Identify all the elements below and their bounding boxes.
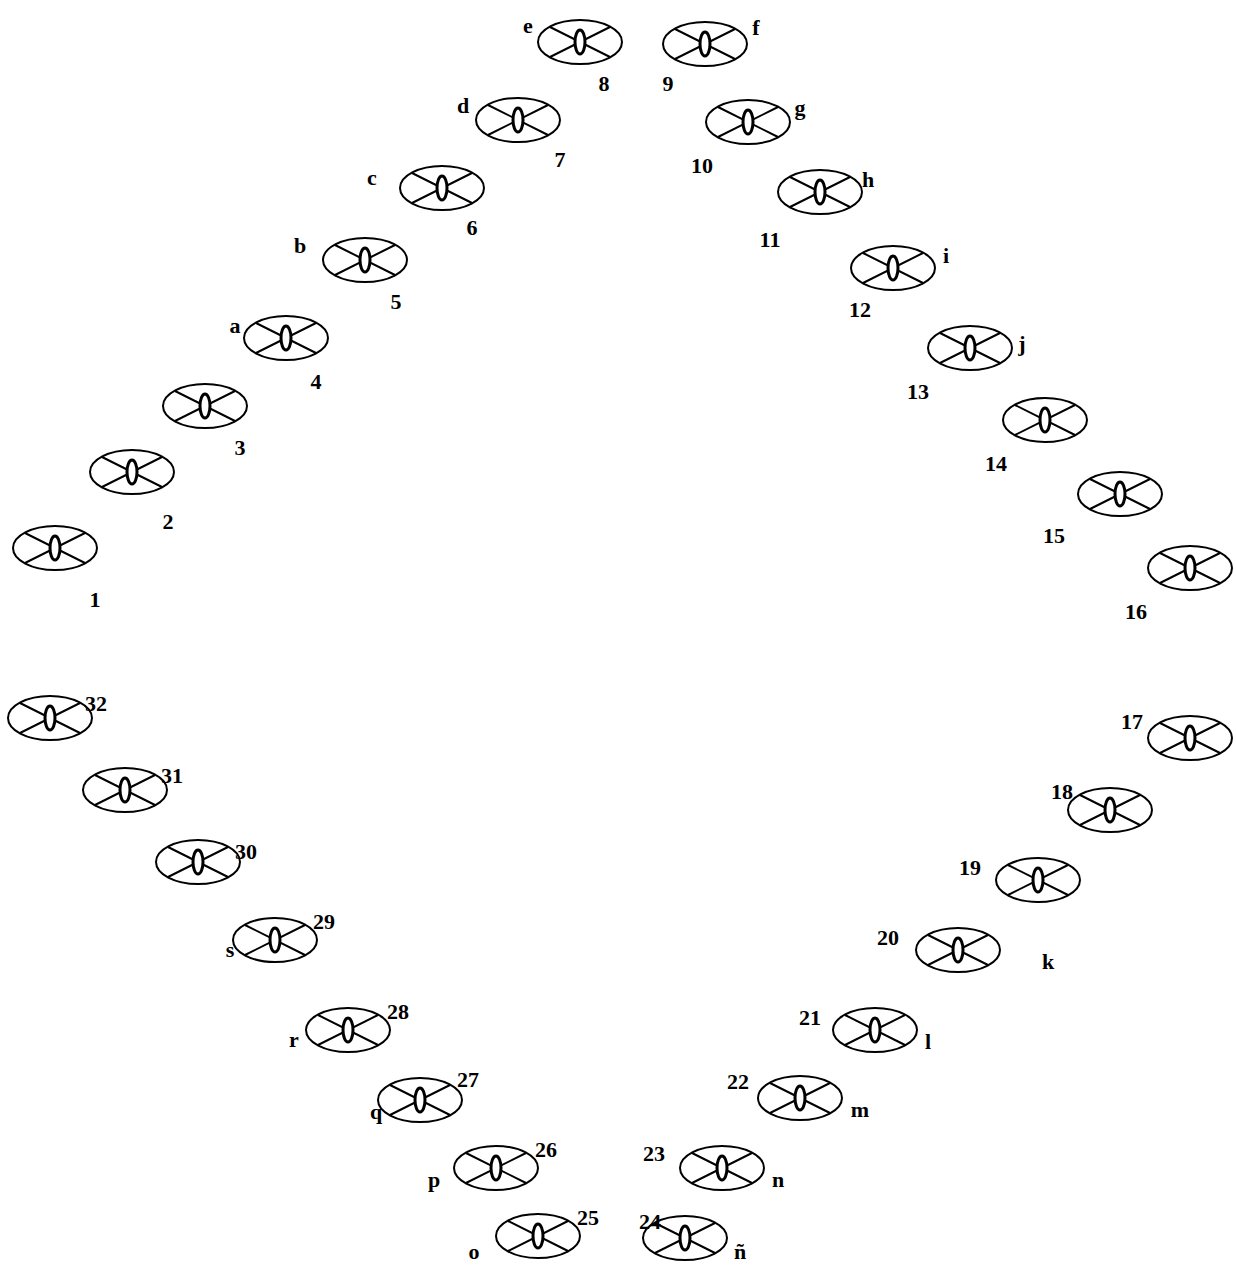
tooth-letter: q — [370, 1101, 382, 1123]
tooth-number: 14 — [985, 453, 1007, 475]
tooth-letter: c — [367, 167, 377, 189]
tooth-symbol — [163, 384, 247, 428]
tooth-letter: d — [457, 95, 469, 117]
tooth-symbol — [83, 768, 167, 812]
tooth-number: 11 — [760, 229, 781, 251]
tooth-letter: g — [795, 97, 806, 119]
tooth-number: 28 — [387, 1001, 409, 1023]
tooth-number: 30 — [235, 841, 257, 863]
tooth-symbol — [680, 1146, 764, 1190]
tooth-symbol — [8, 696, 92, 740]
tooth-symbol — [306, 1008, 390, 1052]
tooth-symbol — [1148, 716, 1232, 760]
tooth-letter: o — [469, 1241, 480, 1263]
tooth-symbol — [538, 20, 622, 64]
tooth-letter: r — [289, 1029, 299, 1051]
tooth-number: 32 — [85, 693, 107, 715]
tooth-letter: j — [1018, 333, 1025, 355]
tooth-symbol — [1078, 472, 1162, 516]
tooth-number: 8 — [599, 73, 610, 95]
tooth-letter: i — [943, 245, 949, 267]
tooth-symbol — [996, 858, 1080, 902]
tooth-number: 2 — [163, 511, 174, 533]
tooth-symbol — [663, 22, 747, 66]
tooth-letter: e — [523, 15, 533, 37]
tooth-number: 21 — [799, 1007, 821, 1029]
tooth-number: 20 — [877, 927, 899, 949]
tooth-symbol — [1003, 398, 1087, 442]
tooth-number: 31 — [161, 765, 183, 787]
tooth-symbol — [758, 1076, 842, 1120]
tooth-symbol — [1148, 546, 1232, 590]
tooth-letter: p — [428, 1169, 440, 1191]
tooth-number: 27 — [457, 1069, 479, 1091]
tooth-letter: a — [230, 315, 241, 337]
tooth-number: 18 — [1051, 781, 1073, 803]
tooth-number: 19 — [959, 857, 981, 879]
tooth-number: 24 — [639, 1211, 661, 1233]
tooth-symbol — [851, 246, 935, 290]
tooth-letter: b — [294, 235, 306, 257]
tooth-letter: m — [851, 1099, 869, 1121]
tooth-symbol — [454, 1146, 538, 1190]
tooth-symbol — [13, 526, 97, 570]
tooth-number: 4 — [311, 371, 322, 393]
tooth-symbol — [916, 928, 1000, 972]
tooth-number: 6 — [467, 217, 478, 239]
tooth-symbol — [833, 1008, 917, 1052]
tooth-symbol — [476, 98, 560, 142]
tooth-letter: h — [862, 169, 874, 191]
tooth-number: 25 — [577, 1207, 599, 1229]
tooth-letter: l — [925, 1031, 931, 1053]
tooth-symbol — [233, 918, 317, 962]
tooth-number: 15 — [1043, 525, 1065, 547]
tooth-symbol — [378, 1078, 462, 1122]
tooth-letter: s — [226, 939, 235, 961]
tooth-number: 23 — [643, 1143, 665, 1165]
tooth-symbol — [90, 450, 174, 494]
tooth-number: 17 — [1121, 711, 1143, 733]
tooth-number: 5 — [391, 291, 402, 313]
tooth-number: 29 — [313, 911, 335, 933]
tooth-number: 22 — [727, 1071, 749, 1093]
tooth-symbol — [323, 238, 407, 282]
tooth-letter: f — [752, 17, 759, 39]
tooth-letter: ñ — [734, 1241, 746, 1263]
tooth-symbol — [1068, 788, 1152, 832]
tooth-symbol — [928, 326, 1012, 370]
tooth-symbol — [244, 316, 328, 360]
tooth-letter: n — [772, 1169, 784, 1191]
tooth-number: 10 — [691, 155, 713, 177]
tooth-symbol — [706, 100, 790, 144]
tooth-number: 9 — [663, 73, 674, 95]
tooth-symbol — [778, 170, 862, 214]
tooth-number: 26 — [535, 1139, 557, 1161]
tooth-number: 1 — [90, 589, 101, 611]
tooth-number: 7 — [555, 149, 566, 171]
tooth-number: 3 — [235, 437, 246, 459]
tooth-symbol — [156, 840, 240, 884]
tooth-symbol — [496, 1214, 580, 1258]
tooth-number: 16 — [1125, 601, 1147, 623]
tooth-letter: k — [1042, 951, 1054, 973]
tooth-symbol — [400, 166, 484, 210]
tooth-number: 13 — [907, 381, 929, 403]
tooth-number: 12 — [849, 299, 871, 321]
